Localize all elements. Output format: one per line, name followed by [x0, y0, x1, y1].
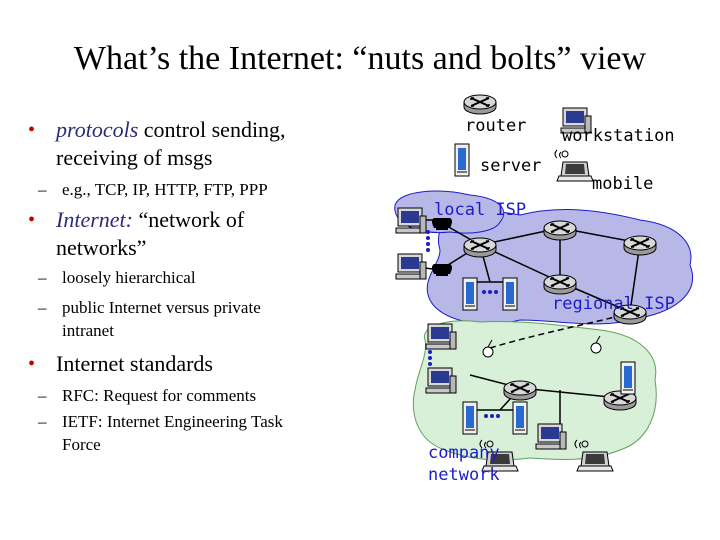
company-server-icon	[462, 401, 478, 435]
wireless-antenna-icon	[482, 335, 602, 358]
bullet-internet-text: “network of	[138, 207, 245, 232]
local-isp-router-icon	[463, 237, 497, 258]
isp-server-icon	[502, 277, 518, 311]
bullet-dot-icon: •	[28, 119, 36, 141]
bullet-network-of-networks: • Internet: “network of networks”	[28, 206, 368, 262]
bullet-internet-line2: networks”	[56, 235, 147, 260]
company-pc-icon	[425, 367, 457, 394]
company-pc-icon	[535, 423, 567, 450]
bullet-protocols-text: control sending,	[138, 117, 286, 142]
bullet-dot-icon: •	[28, 353, 36, 375]
sub-bullet-rfc: –RFC: Request for comments	[38, 386, 257, 405]
bullet-protocols: • protocols control sending, receiving o…	[28, 116, 368, 172]
company-uplink-dashed	[489, 311, 631, 349]
regional-router-icon	[543, 274, 577, 295]
company-server-icon	[512, 401, 528, 435]
local-isp-label: local ISP	[434, 200, 527, 220]
legend-workstation-label: workstation	[562, 126, 675, 146]
bullet-protocols-italic: protocols	[56, 117, 139, 142]
company-router-icon	[503, 380, 537, 401]
company-pc-icon	[425, 323, 457, 350]
isp-server-icon	[462, 277, 478, 311]
company-network-label: company network	[428, 443, 500, 485]
regional-router-icon	[623, 235, 657, 256]
home-pc-icon	[395, 253, 427, 280]
company-server-icon	[620, 361, 636, 395]
sub-bullet-protocol-examples: –e.g., TCP, IP, HTTP, FTP, PPP	[38, 180, 268, 199]
bullet-dot-icon: •	[28, 209, 36, 231]
slide-title: What’s the Internet: “nuts and bolts” vi…	[73, 40, 647, 77]
sub-bullet-hierarchical: –loosely hierarchical	[38, 268, 196, 287]
bullet-internet-italic: Internet:	[56, 207, 139, 232]
bullet-internet-standards: • Internet standards	[28, 351, 213, 376]
legend-router-label: router	[465, 116, 527, 136]
legend-server-icon	[454, 143, 470, 177]
regional-router-icon	[543, 220, 577, 241]
legend-server-label: server	[480, 156, 542, 176]
regional-isp-label: regional ISP	[552, 294, 675, 314]
home-pc-icon	[395, 207, 427, 234]
legend-mobile-label: mobile	[592, 174, 654, 194]
legend-router-icon	[463, 94, 497, 115]
legend-mobile-icon	[554, 149, 594, 182]
ellipsis-dots	[426, 230, 500, 418]
bullet-protocols-line2: receiving of msgs	[56, 145, 213, 170]
